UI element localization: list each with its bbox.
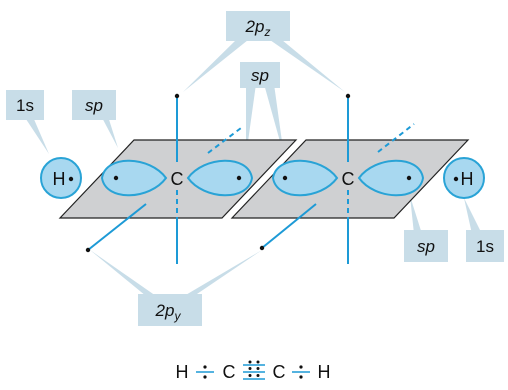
right-py-axis-lower [261, 203, 317, 249]
sp-right-callout-pointer [410, 196, 422, 234]
right-c-inner-lobe-electron [282, 175, 288, 181]
py-label-base: 2p [155, 301, 175, 320]
left-hydrogen-symbol: H [53, 169, 66, 189]
one-s-right-callout: 1s [466, 230, 504, 262]
formula-c-left: C [223, 362, 236, 382]
right-carbon-symbol: C [342, 169, 355, 189]
right-c-sp-lobe-outer [357, 159, 425, 197]
atom-symbols: H C C H [53, 169, 474, 189]
formula-c-right: C [273, 362, 286, 382]
pz-label-subscript: z [263, 25, 270, 39]
left-h-electron [68, 176, 74, 182]
right-py-electron [259, 245, 265, 251]
right-hydrogen-symbol: H [461, 169, 474, 189]
p-orbital-axes [87, 96, 415, 264]
left-carbon-symbol: C [171, 169, 184, 189]
one-s-left-callout-pointer [20, 110, 49, 154]
hydrogen-orbitals [40, 157, 485, 199]
orbital-electrons [68, 175, 459, 182]
left-pz-electron [174, 93, 180, 99]
formula-single-bond-right [292, 365, 310, 379]
left-c-sp-lobe-outer [100, 159, 168, 197]
pz-label-base: 2p [245, 17, 265, 36]
left-c-sp-lobe-inner [186, 159, 254, 197]
right-c-sp-lobe-inner [271, 159, 339, 197]
right-h-1s-orbital [443, 157, 485, 199]
sp-left-label: sp [85, 96, 103, 115]
callout-pointers [20, 40, 482, 296]
py-callout-pointer-right [184, 250, 262, 296]
sp-top-callout-pointer-left [246, 84, 256, 156]
sp-top-callout-pointer-right [264, 84, 284, 156]
one-s-left-label: 1s [16, 96, 34, 115]
formula-h-right: H [318, 362, 331, 382]
pz-callout-pointer-left [183, 40, 248, 92]
left-c-inner-lobe-electron [236, 175, 242, 181]
right-pz-electron [345, 93, 351, 99]
left-c-outer-lobe-electron [113, 175, 119, 181]
sp-right-callout: sp [404, 230, 448, 262]
py-callout: 2py [138, 294, 202, 326]
formula-h-left: H [176, 362, 189, 382]
carbon-sp-orbitals [100, 159, 425, 197]
lewis-formula: H C C H [176, 360, 331, 382]
py-label-subscript: y [173, 309, 181, 323]
pz-callout: 2pz [226, 11, 290, 41]
py-callout-pointer-left [90, 250, 156, 296]
svg-text:2py: 2py [155, 301, 182, 323]
one-s-right-label: 1s [476, 237, 494, 256]
left-py-axis-lower [87, 203, 147, 251]
formula-single-bond-left [196, 365, 214, 379]
right-py-axis-upper [377, 123, 415, 153]
one-s-left-callout: 1s [6, 90, 44, 120]
sp-top-label: sp [251, 66, 269, 85]
sp-left-callout: sp [72, 90, 116, 120]
left-py-axis-upper [207, 127, 242, 154]
right-c-outer-lobe-electron [406, 175, 412, 181]
molecular-planes [58, 139, 470, 219]
right-h-electron [453, 176, 459, 182]
sp-right-label: sp [417, 237, 435, 256]
callout-boxes: 2pz sp 1s sp sp 1s 2py [6, 11, 504, 326]
p-orbital-electrons [85, 93, 351, 253]
sp-top-callout: sp [240, 62, 280, 88]
left-py-electron [85, 247, 91, 253]
one-s-right-callout-pointer [464, 198, 482, 234]
pz-callout-pointer-right [270, 40, 345, 92]
left-h-1s-orbital [40, 157, 82, 199]
svg-text:2pz: 2pz [245, 17, 271, 39]
formula-triple-bond [243, 360, 265, 380]
